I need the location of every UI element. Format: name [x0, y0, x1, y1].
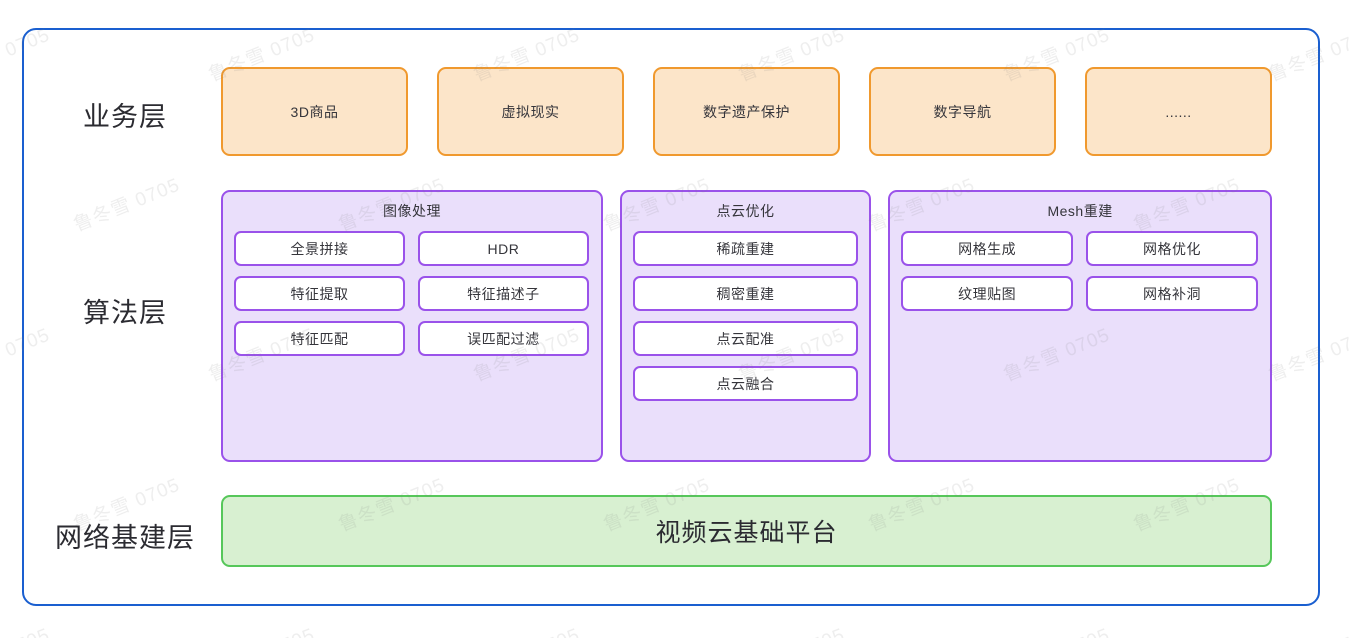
algorithm-group-point-cloud-optimization: 点云优化 稀疏重建 稠密重建 点云配准 点云融合	[619, 190, 872, 462]
watermark-text: 鲁冬雪 0705	[469, 620, 583, 638]
group-items-mesh-reconstruction: 网格生成 网格优化 纹理贴图 网格补洞	[901, 231, 1259, 311]
business-item-virtual-reality[interactable]: 虚拟现实	[437, 67, 624, 156]
group-items-point-cloud-optimization: 稀疏重建 稠密重建 点云配准 点云融合	[632, 231, 859, 401]
network-layer-video-cloud-platform[interactable]: 视频云基础平台	[221, 495, 1272, 567]
algo-item-texture-mapping[interactable]: 纹理贴图	[901, 276, 1074, 311]
business-layer-row: 3D商品 虚拟现实 数字遗产保护 数字导航 ......	[221, 67, 1272, 156]
watermark-text: 鲁冬雪 0705	[1264, 620, 1350, 638]
algo-item-mesh-generation[interactable]: 网格生成	[901, 231, 1074, 266]
business-item-3d-product[interactable]: 3D商品	[221, 67, 408, 156]
algo-item-feature-matching[interactable]: 特征匹配	[234, 321, 405, 356]
algo-item-feature-extraction[interactable]: 特征提取	[234, 276, 405, 311]
algo-item-dense-reconstruction[interactable]: 稠密重建	[632, 276, 859, 311]
watermark-text: 鲁冬雪 0705	[204, 620, 318, 638]
algo-item-feature-descriptor[interactable]: 特征描述子	[417, 276, 589, 311]
watermark-text: 鲁冬雪 0705	[999, 620, 1113, 638]
algo-item-point-cloud-fusion[interactable]: 点云融合	[632, 366, 859, 401]
group-title-mesh-reconstruction: Mesh重建	[1047, 203, 1113, 219]
group-title-point-cloud-optimization: 点云优化	[716, 203, 775, 219]
algo-item-sparse-reconstruction[interactable]: 稀疏重建	[632, 231, 859, 266]
algo-item-mismatch-filtering[interactable]: 误匹配过滤	[417, 321, 589, 356]
algo-item-point-cloud-registration[interactable]: 点云配准	[632, 321, 859, 356]
business-item-ellipsis[interactable]: ......	[1085, 67, 1272, 156]
algo-item-mesh-hole-filling[interactable]: 网格补洞	[1086, 276, 1258, 311]
watermark-text: 鲁冬雪 0705	[734, 620, 848, 638]
algo-item-mesh-optimization[interactable]: 网格优化	[1086, 231, 1258, 266]
layer-label-business: 业务层	[83, 102, 167, 132]
algorithm-layer-row: 图像处理 全景拼接 HDR 特征提取 特征描述子 特征匹配 误匹配过滤 点云优化…	[221, 190, 1273, 462]
group-title-image-processing: 图像处理	[382, 203, 441, 219]
business-item-digital-heritage-protection[interactable]: 数字遗产保护	[653, 67, 840, 156]
layer-label-network: 网络基建层	[55, 523, 195, 553]
algorithm-group-image-processing: 图像处理 全景拼接 HDR 特征提取 特征描述子 特征匹配 误匹配过滤	[221, 190, 603, 462]
layer-label-algorithm: 算法层	[83, 298, 167, 328]
algo-item-hdr[interactable]: HDR	[417, 231, 589, 266]
algo-item-panorama-stitching[interactable]: 全景拼接	[234, 231, 405, 266]
business-item-digital-navigation[interactable]: 数字导航	[869, 67, 1056, 156]
watermark-text: 鲁冬雪 0705	[0, 620, 54, 638]
group-items-image-processing: 全景拼接 HDR 特征提取 特征描述子 特征匹配 误匹配过滤	[234, 231, 590, 356]
algorithm-group-mesh-reconstruction: Mesh重建 网格生成 网格优化 纹理贴图 网格补洞	[888, 190, 1273, 462]
